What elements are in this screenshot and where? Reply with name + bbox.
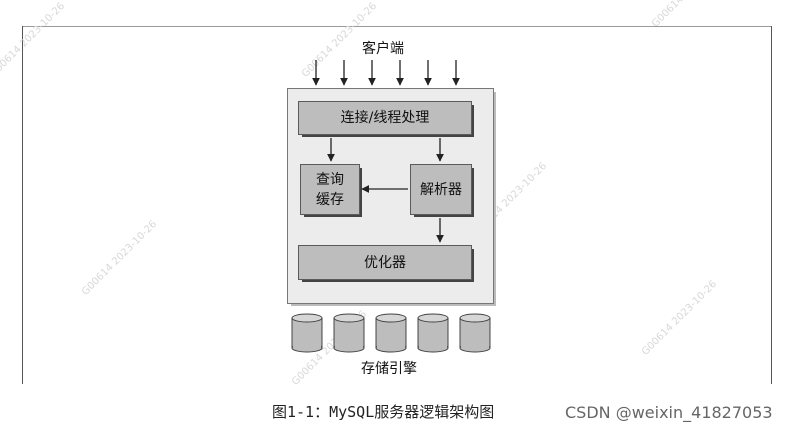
optimizer-label: 优化器	[364, 254, 406, 271]
client-arrows	[312, 60, 460, 86]
database-cylinder-icon	[291, 313, 323, 353]
query-cache-box: 查询 缓存	[300, 164, 360, 215]
database-cylinder-icon	[459, 313, 491, 353]
storage-engine-cylinders	[291, 313, 491, 353]
document-frame-left	[22, 26, 23, 384]
parser-label: 解析器	[420, 181, 462, 198]
storage-engine-label: 存储引擎	[361, 361, 417, 377]
figure-caption: 图1-1：MySQL服务器逻辑架构图	[272, 403, 495, 421]
client-label: 客户端	[362, 41, 404, 57]
database-cylinder-icon	[417, 313, 449, 353]
database-cylinder-icon	[333, 313, 365, 353]
document-frame-top	[22, 26, 772, 27]
document-frame-right	[771, 26, 772, 384]
parser-box: 解析器	[410, 164, 472, 215]
connection-handling-box: 连接/线程处理	[298, 101, 472, 135]
database-cylinder-icon	[375, 313, 407, 353]
csdn-credit: CSDN @weixin_41827053	[565, 403, 773, 422]
query-cache-label-line1: 查询	[316, 171, 344, 188]
query-cache-label-line2: 缓存	[316, 191, 344, 208]
optimizer-box: 优化器	[298, 245, 472, 280]
connection-handling-label: 连接/线程处理	[340, 110, 430, 126]
